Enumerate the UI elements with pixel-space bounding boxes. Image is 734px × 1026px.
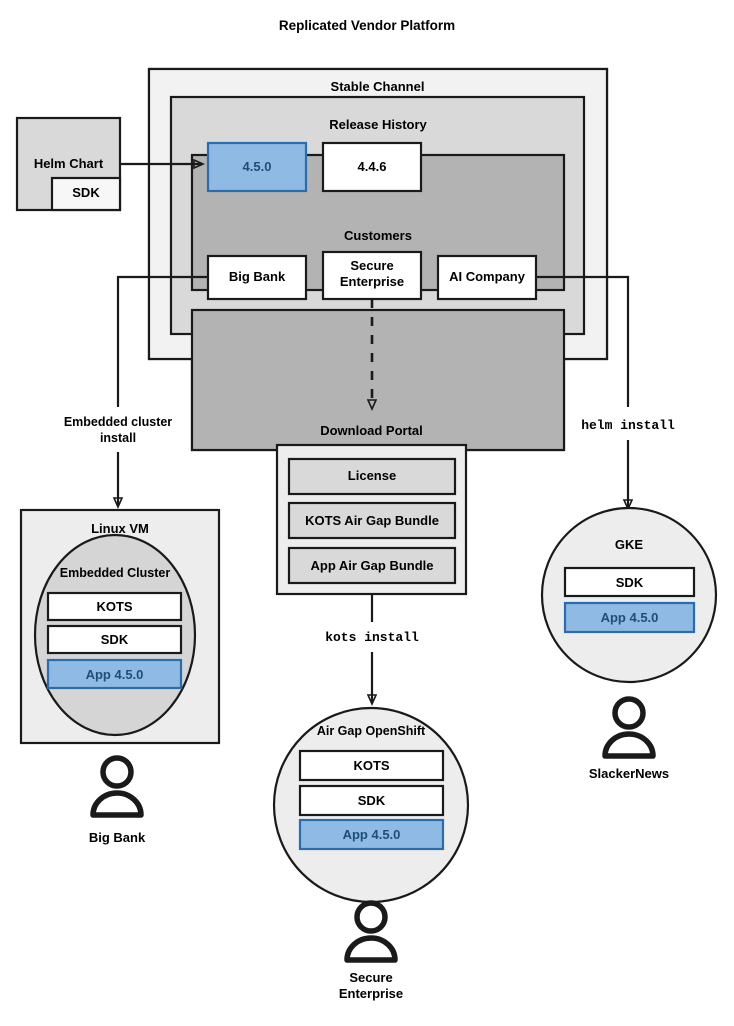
stable-channel-title: Stable Channel: [330, 79, 425, 94]
customer-label-ai-company[interactable]: AI Company: [449, 269, 525, 284]
openshift-label-kots: KOTS: [353, 758, 390, 773]
download-portal-title: Download Portal: [320, 423, 423, 438]
helm-chart-label: Helm Chart: [33, 156, 104, 171]
person-icon-big-bank: [90, 755, 144, 818]
release-version-450[interactable]: 4.5.0: [242, 159, 272, 174]
linux-vm-title: Linux VM: [91, 521, 149, 536]
portal-label-license: License: [347, 468, 397, 483]
edge-label-kots-install: kots install: [325, 630, 419, 645]
helm-chart-sdk-label: SDK: [72, 185, 100, 200]
openshift-label-app: App 4.5.0: [342, 827, 401, 842]
gke-component-app: [563, 601, 696, 634]
page-title: Replicated Vendor Platform: [278, 18, 456, 33]
openshift-component-kots: [298, 749, 445, 782]
openshift-component-app: [298, 818, 445, 851]
portal-item-license: [287, 457, 457, 496]
openshift-component-sdk: [298, 784, 445, 817]
linuxvm-component-sdk: [46, 624, 183, 655]
gke-label-sdk: SDK: [615, 575, 644, 590]
customer-box-ai-company: [436, 254, 538, 301]
edge-label-helm-install: helm install: [581, 418, 675, 433]
release-version-446[interactable]: 4.4.6: [357, 159, 387, 174]
customers-title: Customers: [344, 228, 412, 243]
embedded-cluster-title: Embedded Cluster: [59, 566, 171, 580]
customer-label-secure-enterprise[interactable]: Secure Enterprise: [339, 258, 405, 290]
release-box-450: [206, 141, 308, 193]
portal-item-kots-bundle: [287, 501, 457, 540]
linuxvm-label-kots: KOTS: [96, 599, 133, 614]
portal-item-app-bundle: [287, 546, 457, 585]
linuxvm-component-kots: [46, 591, 183, 622]
customer-box-big-bank: [206, 254, 308, 301]
air-gap-openshift-title: Air Gap OpenShift: [316, 724, 426, 738]
linuxvm-label-app: App 4.5.0: [85, 667, 144, 682]
helm-chart-sdk-box: [50, 176, 122, 212]
person-icon-slackernews: [602, 696, 656, 759]
release-box-446: [321, 141, 423, 193]
actor-label-slackernews: SlackerNews: [588, 766, 670, 781]
openshift-label-sdk: SDK: [357, 793, 386, 808]
actor-label-big-bank: Big Bank: [88, 830, 146, 845]
gke-title: GKE: [614, 537, 644, 552]
edge-bigbank-left: [116, 275, 208, 407]
gke-component-sdk: [563, 566, 696, 598]
portal-label-kots-bundle: KOTS Air Gap Bundle: [305, 513, 439, 528]
customer-box-secure-enterprise: [321, 250, 423, 301]
edge-label-embedded-cluster-install: Embedded cluster install: [63, 415, 173, 445]
release-history-title: Release History: [329, 117, 427, 132]
linuxvm-component-app: [46, 658, 183, 690]
linuxvm-label-sdk: SDK: [100, 632, 129, 647]
actor-label-secure-enterprise: Secure Enterprise: [338, 970, 404, 1002]
edge-aicompany-right: [536, 275, 630, 407]
customer-label-big-bank[interactable]: Big Bank: [228, 269, 286, 284]
portal-label-app-bundle: App Air Gap Bundle: [310, 558, 434, 573]
gke-label-app: App 4.5.0: [600, 610, 659, 625]
person-icon-secure-enterprise: [344, 900, 398, 963]
